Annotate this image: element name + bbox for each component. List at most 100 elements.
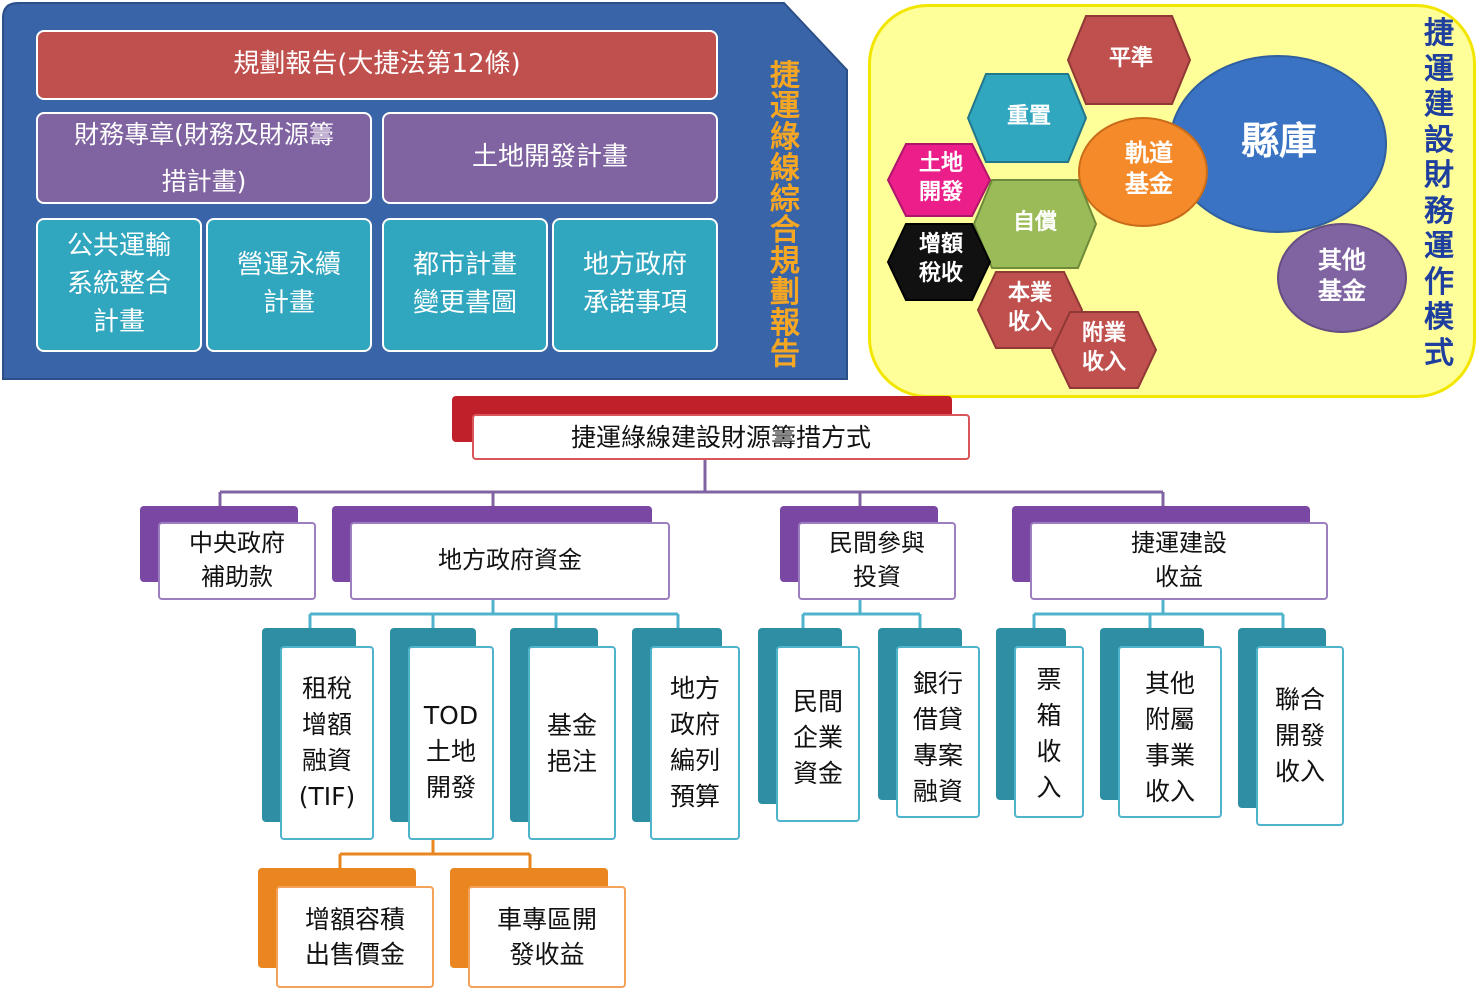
main-income-line1: 本業: [1007, 281, 1052, 307]
title-char: 綜: [770, 182, 800, 217]
private-line1: 民間參與: [829, 529, 925, 558]
title-char: 務: [1424, 193, 1454, 229]
other-affiliated-business-node: 其他 附屬 事業 收入: [1118, 646, 1222, 818]
planning-report-banner: 規劃報告(大捷法第12條): [36, 30, 718, 100]
budget-line2: 政府: [669, 710, 720, 739]
ticket-line4: 入: [1036, 773, 1062, 802]
far-sale-line1: 增額容積: [304, 905, 405, 934]
title-char: 建: [1424, 87, 1454, 122]
ticket-revenue-node: 票 箱 收 入: [1014, 646, 1084, 818]
land-development-hexagon: [886, 143, 992, 217]
increment-tax-line2: 稅收: [918, 261, 963, 286]
enterprise-line1: 民間: [792, 687, 843, 716]
bank-line3: 專案: [912, 741, 963, 770]
mrt-income-line1: 捷運建設: [1131, 529, 1227, 558]
increment-tax-label: 增額 稅收: [896, 228, 986, 292]
title-char: 捷: [770, 60, 800, 93]
station-zone-line1: 車專區開: [496, 905, 597, 934]
green-line-report-title: 捷運綠線綜合規劃報告: [740, 60, 830, 370]
title-char: 捷: [1424, 16, 1454, 51]
title-char: 綠: [770, 120, 800, 155]
commitment-line1: 地方政府: [582, 250, 687, 281]
fund-line1: 基金: [546, 711, 597, 740]
fund-injection-node: 基金 挹注: [528, 646, 616, 840]
operation-sustainability-box: 營運永續 計畫: [206, 218, 372, 352]
tif-line4: (TIF): [298, 782, 356, 811]
tif-node: 租稅 增額 融資 (TIF): [280, 646, 374, 840]
local-budget-node: 地方 政府 編列 預算: [650, 646, 740, 840]
budget-line1: 地方: [669, 674, 720, 703]
main-income-line2: 收入: [1007, 310, 1052, 335]
increment-floor-area-sale-node: 增額容積 出售價金: [276, 886, 434, 988]
joint-dev-line3: 收入: [1274, 757, 1325, 786]
private-line2: 投資: [853, 563, 901, 591]
bank-loan-node: 銀行 借貸 專案 融資: [896, 646, 980, 818]
far-sale-line2: 出售價金: [304, 940, 405, 969]
urban-plan-line2: 變更書圖: [412, 288, 517, 318]
ticket-line3: 收: [1036, 737, 1062, 766]
balance-hexagon: [1066, 15, 1192, 105]
title-char: 式: [1424, 335, 1454, 371]
land-development-plan-label: 土地開發計畫: [471, 142, 628, 173]
transport-integration-box: 公共運輸 系統整合 計畫: [36, 218, 202, 352]
land-dev-line1: 土地: [918, 151, 963, 177]
other-fund-line2: 基金: [1318, 277, 1366, 305]
root-label: 捷運綠線建設財源籌措方式: [570, 422, 871, 452]
operation-line2: 計畫: [262, 288, 315, 318]
finance-chapter-line1: 財務專章(財務及財源籌: [74, 119, 334, 149]
rail-fund-label: 軌道 基金: [1094, 134, 1204, 204]
central-line1: 中央政府: [189, 529, 285, 558]
title-char: 運: [1424, 229, 1454, 264]
tod-line3: 開發: [425, 773, 476, 802]
transport-line1: 公共運輸: [66, 231, 171, 262]
title-char: 合: [770, 213, 800, 248]
commitment-line2: 承諾事項: [582, 288, 687, 318]
station-zone-development-node: 車專區開 發收益: [468, 886, 626, 988]
urban-plan-line1: 都市計畫: [412, 250, 517, 281]
tif-line2: 增額: [301, 710, 352, 739]
joint-dev-line1: 聯合: [1274, 685, 1325, 714]
other-business-line1: 其他: [1144, 669, 1195, 698]
fund-line2: 挹注: [546, 747, 597, 776]
urban-plan-box: 都市計畫 變更書圖: [382, 218, 548, 352]
other-business-line3: 事業: [1144, 741, 1195, 770]
self-repay-hexagon: [972, 179, 1098, 269]
land-development-label: 土地 開發: [896, 148, 986, 210]
other-business-line2: 附屬: [1144, 705, 1195, 734]
station-zone-line2: 發收益: [509, 940, 585, 969]
increment-tax-line1: 增額: [918, 232, 963, 258]
reset-hexagon: [966, 73, 1088, 163]
side-income-label: 附業 收入: [1062, 318, 1146, 380]
transport-line2: 系統整合: [66, 269, 171, 300]
joint-development-revenue-node: 聯合 開發 收入: [1256, 646, 1344, 826]
mrt-income-line2: 收益: [1155, 563, 1203, 591]
title-char: 告: [770, 337, 800, 370]
budget-line4: 預算: [669, 782, 720, 811]
title-char: 劃: [770, 275, 800, 310]
bank-line2: 借貸: [912, 705, 963, 734]
ticket-line1: 票: [1036, 665, 1062, 694]
title-char: 財: [1424, 158, 1454, 193]
bank-line1: 銀行: [912, 669, 963, 698]
title-column: 捷運綠線綜合規劃報告: [740, 60, 830, 370]
other-fund-label: 其他 基金: [1292, 244, 1392, 308]
side-income-line1: 附業: [1081, 321, 1126, 347]
side-income-line2: 收入: [1081, 350, 1126, 375]
county-treasury-label: 縣庫: [1240, 119, 1317, 164]
tod-line2: 土地: [425, 737, 476, 766]
other-fund-circle: [1277, 223, 1407, 333]
land-dev-line2: 開發: [918, 180, 963, 205]
title-char: 運: [1424, 51, 1454, 87]
other-fund-line1: 其他: [1318, 245, 1366, 274]
joint-dev-line2: 開發: [1274, 721, 1325, 750]
operation-line1: 營運永續: [236, 250, 341, 281]
planning-report-label: 規劃報告(大捷法第12條): [233, 49, 521, 80]
tif-line1: 租稅: [301, 674, 352, 703]
mrt-finance-operation-title: 捷 運 建 設 財 務 運 作 模 式: [1418, 16, 1460, 371]
self-repay-label: 自償: [1012, 209, 1057, 235]
title-char: 規: [770, 244, 800, 279]
rail-fund-line1: 軌道: [1125, 138, 1173, 167]
main-income-label: 本業 收入: [988, 278, 1072, 340]
title-char: 設: [1424, 122, 1454, 158]
reset-label: 重置: [1006, 103, 1051, 129]
